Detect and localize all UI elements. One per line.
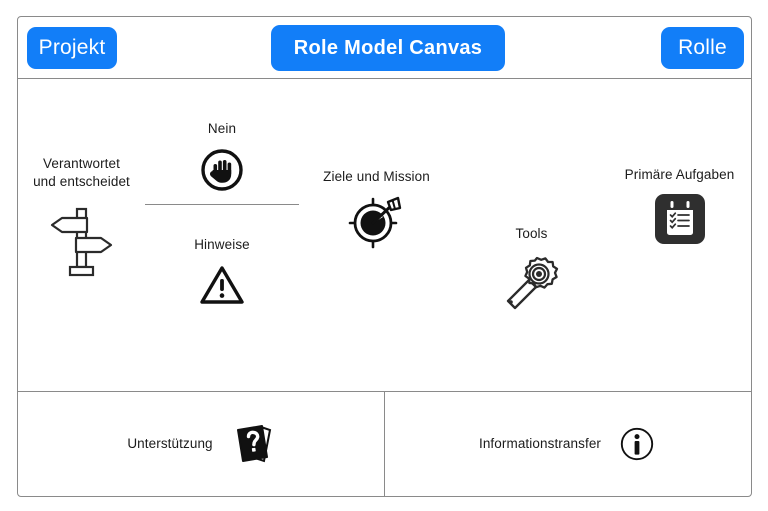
canvas-bottom-row: Unterstützung Informationstransfer: [18, 391, 751, 496]
cell-verantwortet-und-entscheidet[interactable]: Verantwortet und entscheidet: [18, 79, 145, 391]
raised-hand-stop-icon: [200, 148, 244, 192]
cell-informationstransfer[interactable]: Informationstransfer: [384, 391, 750, 496]
cell-verantwortet-label-line2: und entscheidet: [33, 174, 130, 190]
target-with-arrow-icon: [348, 196, 406, 254]
cell-unterstuetzung-label: Unterstützung: [127, 436, 213, 451]
cell-nein[interactable]: Nein: [145, 79, 299, 204]
cell-primaere-label: Primäre Aufgaben: [624, 167, 735, 182]
cell-verantwortet-label-line1: Verantwortet: [42, 156, 120, 171]
grid-divider-nein-hinweise: [145, 204, 299, 205]
cell-ziele-und-mission[interactable]: Ziele und Mission: [299, 79, 454, 391]
cell-informationstransfer-label: Informationstransfer: [478, 436, 602, 451]
canvas-title: Role Model Canvas: [271, 25, 505, 71]
cell-hinweise[interactable]: Hinweise: [145, 204, 299, 391]
cell-hinweise-label: Hinweise: [194, 237, 250, 252]
projekt-button[interactable]: Projekt: [27, 27, 117, 69]
rolle-button[interactable]: Rolle: [661, 27, 744, 69]
warning-triangle-icon: [199, 264, 245, 306]
canvas-header: Projekt Role Model Canvas Rolle: [18, 17, 751, 79]
book-question-mark-icon: [231, 424, 275, 464]
cell-nein-label: Nein: [207, 121, 237, 136]
cell-ziele-label: Ziele und Mission: [323, 169, 430, 184]
info-circle-icon: [619, 426, 655, 462]
bottom-row-divider: [384, 391, 385, 496]
canvas-grid: Verantwortet und entscheidet: [18, 79, 751, 391]
cell-unterstuetzung[interactable]: Unterstützung: [18, 391, 384, 496]
clipboard-checklist-icon: [654, 194, 705, 245]
cell-primaere-aufgaben[interactable]: Primäre Aufgaben: [609, 79, 750, 391]
canvas-frame: Projekt Role Model Canvas Rolle Verantwo…: [17, 16, 752, 497]
wrench-gear-icon: [501, 253, 563, 315]
cell-tools[interactable]: Tools: [454, 79, 609, 391]
cell-tools-label: Tools: [515, 226, 548, 241]
cell-verantwortet-label: Verantwortet und entscheidet: [33, 155, 130, 191]
signpost-icon: [50, 205, 114, 279]
